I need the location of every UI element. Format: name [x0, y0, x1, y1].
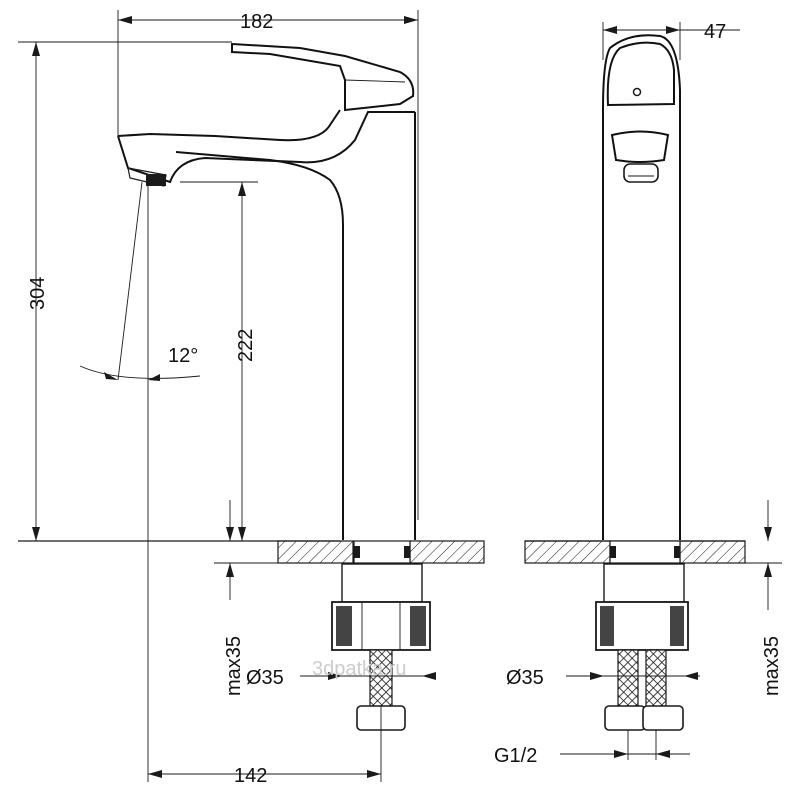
side-view: 47 max35 Ø35 G1/2 — [494, 21, 783, 767]
dim-max-right-arrow-b — [764, 563, 772, 577]
front-view: 12° 182 304 222 max35 Ø35 — [18, 10, 485, 787]
mounting-nut-top-front — [341, 563, 423, 603]
hose-nut-side-left — [604, 705, 646, 731]
dim142-arrow-r — [367, 770, 381, 778]
dim-thread-arrow-l — [614, 750, 628, 758]
dim-dia-left-arrow-r — [422, 672, 436, 680]
shank-front-notch-r — [404, 546, 410, 558]
dim304-arrow-t — [32, 42, 40, 56]
angle-arc — [79, 365, 201, 379]
aerator-ring — [146, 174, 166, 186]
dim-spout-reach: 142 — [234, 765, 267, 787]
dim222-arrow-b — [238, 527, 246, 541]
dim47-arrow-l — [603, 26, 617, 34]
dim-thread: G1/2 — [494, 745, 537, 767]
aerator-side — [610, 130, 670, 163]
dim-side-width: 47 — [704, 21, 726, 43]
aerator-side-tip — [623, 163, 659, 183]
dim47-arrow-r — [666, 26, 680, 34]
dim-dia-right-arrow-r — [684, 672, 698, 680]
dim-max-right-arrow-t — [764, 527, 772, 541]
dim-total-height: 304 — [27, 277, 49, 310]
shank-front — [353, 540, 411, 564]
counter-slab-left-side — [524, 540, 611, 564]
dim182-arrow-r — [404, 16, 418, 24]
nut-side-shade-l — [600, 606, 614, 646]
dim304-arrow-b — [32, 527, 40, 541]
tilt-line — [117, 181, 143, 381]
counter-slab-right-side — [679, 540, 746, 564]
counter-slab-right-front — [409, 540, 485, 564]
faucet-body-front — [175, 112, 416, 540]
dim-dia-left-arrow-l — [328, 672, 342, 680]
dim142-arrow-l — [148, 770, 162, 778]
shank-side — [609, 540, 681, 564]
shank-side-notch-r — [674, 546, 680, 558]
angle-arrow-right — [148, 374, 160, 381]
shank-side-notch-l — [610, 546, 616, 558]
dim-dia-right-arrow-l — [590, 672, 604, 680]
watermark: 3dpatka.ru — [312, 658, 407, 680]
dim-total-width: 182 — [240, 11, 273, 33]
dim-thread-arrow-r — [656, 750, 670, 758]
lever-inner-line — [344, 79, 406, 83]
dim182-arrow-l — [118, 16, 132, 24]
dim-max-counter-right: max35 — [761, 636, 783, 696]
angle-arrow-left — [104, 372, 118, 380]
lever-front — [231, 42, 415, 112]
shank-front-notch-l — [354, 546, 360, 558]
nut-face-shade-l — [336, 606, 352, 646]
lever-side — [606, 41, 675, 107]
dim-spout-height: 222 — [235, 329, 257, 362]
dim-max-counter-left: max35 — [223, 636, 245, 696]
dim-hole-dia-right: Ø35 — [506, 667, 544, 689]
dim222-arrow-t — [238, 182, 246, 196]
mounting-nut-top-side — [603, 563, 685, 603]
nut-face-shade-r — [410, 606, 426, 646]
nut-side-shade-r — [670, 606, 684, 646]
hose-side-right — [645, 649, 667, 709]
angle-label: 12° — [168, 345, 198, 367]
lever-screw-side — [632, 87, 642, 97]
hose-side-left — [617, 649, 639, 709]
spout-front — [117, 109, 415, 184]
counter-slab-left-front — [277, 540, 354, 564]
dim-max-left-arrow-b — [226, 563, 234, 577]
dim-hole-dia-left: Ø35 — [246, 667, 284, 689]
faucet-body-side — [602, 34, 681, 540]
hose-nut-side-right — [642, 705, 684, 731]
dim-max-left-arrow-t — [226, 527, 234, 541]
